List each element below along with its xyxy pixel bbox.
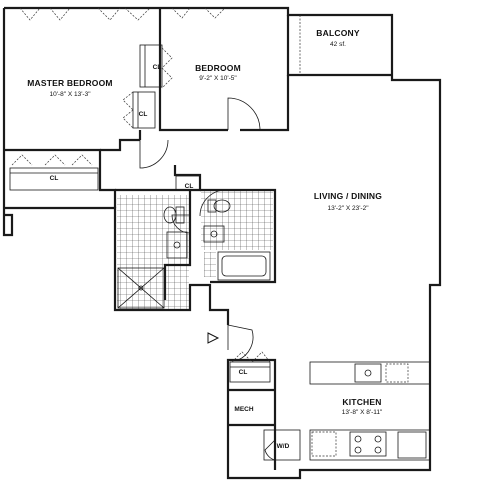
- bedroom-dims: 9'-2" X 10'-5": [199, 75, 237, 82]
- exterior-walls: [2, 6, 442, 480]
- living-dining-name: LIVING / DINING: [314, 191, 382, 201]
- bedroom-name: BEDROOM: [195, 63, 241, 73]
- kitchen-name: KITCHEN: [342, 397, 381, 407]
- room-labels: MASTER BEDROOM 10'-8" X 13'-3" BEDROOM 9…: [27, 28, 383, 416]
- closet-label-bedroom-top: CL: [153, 64, 162, 71]
- bifold-doors: [11, 7, 301, 363]
- bath-fixtures: [117, 199, 271, 309]
- master-bedroom-name: MASTER BEDROOM: [27, 78, 112, 88]
- interior-walls: [4, 8, 290, 470]
- closet-label-master: CL: [50, 175, 59, 182]
- living-dining-dims: 13'-2" X 23'-2": [327, 205, 369, 212]
- balcony-name: BALCONY: [316, 28, 360, 38]
- closet-label-entry: CL: [239, 369, 248, 376]
- entry-arrow-icon: [207, 332, 220, 344]
- kitchen-dims: 13'-8" X 8'-11": [342, 409, 383, 416]
- closet-label-hall: CL: [185, 183, 194, 190]
- master-bedroom-dims: 10'-8" X 13'-3": [49, 91, 91, 98]
- balcony-dims: 42 sf.: [330, 41, 346, 48]
- kitchen-fixtures: [263, 361, 431, 461]
- mech-label: MECH: [234, 406, 253, 413]
- wd-label: W/D: [277, 443, 290, 450]
- bathroom-tiles: [117, 190, 273, 310]
- closet-labels: CL CL CL CL CL MECH W/D: [50, 64, 290, 450]
- closet-label-bedroom-bottom: CL: [139, 111, 148, 118]
